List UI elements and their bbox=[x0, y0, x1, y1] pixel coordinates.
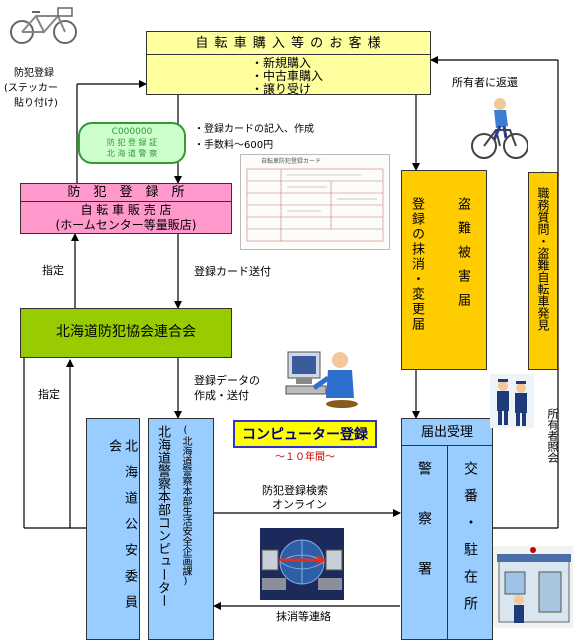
customer-item-used: ・中古車購入 bbox=[251, 69, 324, 83]
customers-box: 自 転 車 購 入 等 の お 客 様 ・新規購入 ・中古車購入 ・譲り受け bbox=[146, 31, 431, 96]
sticker-note-line1: 防犯登録 bbox=[14, 68, 54, 79]
network-icon bbox=[260, 528, 344, 600]
inquiry-box: 職務質問・盗難自転車発見 bbox=[528, 172, 558, 370]
public-safety-commission-box: 北海道公安委員会 bbox=[86, 418, 140, 640]
data-send-label-2: 作成・送付 bbox=[194, 389, 249, 402]
police-hq-sub-label: (北海道警察本部生活安全企画課) bbox=[180, 425, 191, 587]
card-note-2: ・手数料～600円 bbox=[194, 140, 274, 151]
return-to-owner-label: 所有者に返還 bbox=[452, 76, 518, 89]
computer-registration-text: コンピューター登録 bbox=[242, 427, 368, 443]
police-station-label: 警察署 bbox=[416, 461, 432, 611]
police-hq-computer-box: 北海道警察本部コンピューター (北海道警察本部生活安全企画課) bbox=[148, 418, 214, 640]
data-send-label-1: 登録データの bbox=[194, 374, 260, 387]
customer-item-new: ・新規購入 bbox=[251, 56, 312, 70]
card-image-title: 自転車防犯登録カード bbox=[261, 158, 322, 165]
card-note-1: ・登録カードの記入、作成 bbox=[194, 124, 314, 135]
sticker-text-1: 防 犯 登 録 証 bbox=[106, 138, 158, 147]
sticker-note-line2: (ステッカー bbox=[4, 83, 58, 94]
theft-deletion-box: 登録の抹消・変更届 盗難被害届 bbox=[401, 170, 487, 370]
deletion-contact-label: 抹消等連絡 bbox=[276, 610, 331, 623]
sticker-text-2: 北 海 道 警 察 bbox=[106, 149, 158, 158]
reception-label: 届出受理 bbox=[420, 425, 473, 440]
registration-office-line3: (ホームセンター等量販店) bbox=[55, 218, 197, 232]
koban-icon bbox=[493, 546, 573, 628]
police-officers-icon bbox=[490, 374, 534, 428]
computer-registration-label: コンピューター登録 bbox=[233, 420, 377, 448]
federation-box: 北海道防犯協会連合会 bbox=[20, 308, 232, 358]
police-hq-main-label: 北海道警察本部コンピューター bbox=[155, 425, 170, 607]
registration-sticker: C000000 防 犯 登 録 証 北 海 道 警 察 bbox=[78, 122, 186, 164]
registration-card-image: 自転車防犯登録カード bbox=[240, 154, 390, 250]
card-send-label: 登録カード送付 bbox=[194, 265, 271, 278]
designate-label-2: 指定 bbox=[38, 388, 60, 401]
inquiry-text: 職務質問・盗難自転車発見 bbox=[536, 187, 550, 331]
online-search-label: 防犯登録検索 bbox=[262, 484, 328, 497]
sticker-number: C000000 bbox=[111, 127, 153, 137]
theft-report: 盗難被害届 bbox=[455, 197, 470, 317]
federation-title: 北海道防犯協会連合会 bbox=[56, 324, 196, 340]
koban-label: 交番・駐在所 bbox=[462, 461, 478, 623]
sticker-note-line3: 貼り付け) bbox=[14, 98, 58, 109]
designate-label-1: 指定 bbox=[42, 264, 64, 277]
customer-item-transfer: ・譲り受け bbox=[251, 82, 312, 96]
public-safety-commission-label: 北海道公安委員会 bbox=[106, 439, 137, 621]
registration-office-line2: 自 転 車 販 売 店 bbox=[80, 203, 172, 217]
online-label: オンライン bbox=[272, 498, 327, 511]
computer-operator-icon bbox=[284, 348, 360, 410]
police-station-box: 届出受理 警察署 交番・駐在所 bbox=[401, 418, 493, 640]
deletion-change-notice: 登録の抹消・変更届 bbox=[409, 197, 424, 332]
bicycle-icon bbox=[8, 4, 80, 46]
owner-inquiry-label: 所有者照会 bbox=[546, 408, 559, 463]
registration-office-title: 防 犯 登 録 所 bbox=[67, 185, 185, 200]
registration-office-box: 防 犯 登 録 所 自 転 車 販 売 店 (ホームセンター等量販店) bbox=[20, 183, 232, 234]
ten-years-label: ～１０年間～ bbox=[275, 452, 335, 463]
customers-title: 自 転 車 購 入 等 の お 客 様 bbox=[195, 36, 382, 51]
cyclist-icon bbox=[470, 96, 529, 162]
